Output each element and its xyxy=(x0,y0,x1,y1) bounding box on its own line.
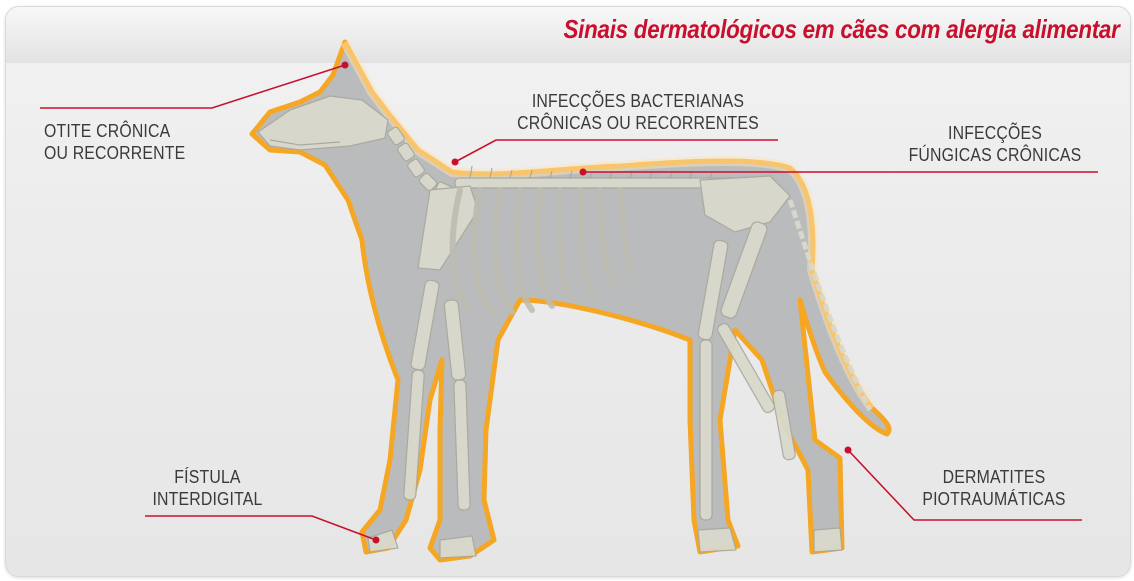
label-bacterianas: INFECÇÕES BACTERIANAS CRÔNICAS OU RECORR… xyxy=(515,90,761,134)
label-otite-line2: OU RECORRENTE xyxy=(44,142,185,164)
callout-bacterianas-dot xyxy=(452,159,459,166)
label-fungicas-line1: INFECÇÕES xyxy=(903,122,1088,144)
callout-otite-dot xyxy=(342,62,349,69)
label-dermatites: DERMATITES PIOTRAUMÁTICAS xyxy=(917,466,1072,510)
label-bacterianas-line1: INFECÇÕES BACTERIANAS xyxy=(515,90,761,112)
label-fistula-line2: INTERDIGITAL xyxy=(148,488,267,510)
label-otite: OTITE CRÔNICA OU RECORRENTE xyxy=(44,120,185,164)
callout-fungicas-dot xyxy=(580,169,587,176)
callout-fistula-line xyxy=(145,516,376,540)
callout-dermatites-dot xyxy=(845,447,852,454)
label-fistula: FÍSTULA INTERDIGITAL xyxy=(148,466,267,510)
label-fungicas-line2: FÚNGICAS CRÔNICAS xyxy=(903,144,1088,166)
callout-fistula-dot xyxy=(373,537,380,544)
label-bacterianas-line2: CRÔNICAS OU RECORRENTES xyxy=(515,112,761,134)
label-otite-line1: OTITE CRÔNICA xyxy=(44,120,185,142)
label-fistula-line1: FÍSTULA xyxy=(148,466,267,488)
label-dermatites-line1: DERMATITES xyxy=(917,466,1072,488)
label-dermatites-line2: PIOTRAUMÁTICAS xyxy=(917,488,1072,510)
label-fungicas: INFECÇÕES FÚNGICAS CRÔNICAS xyxy=(903,122,1088,166)
